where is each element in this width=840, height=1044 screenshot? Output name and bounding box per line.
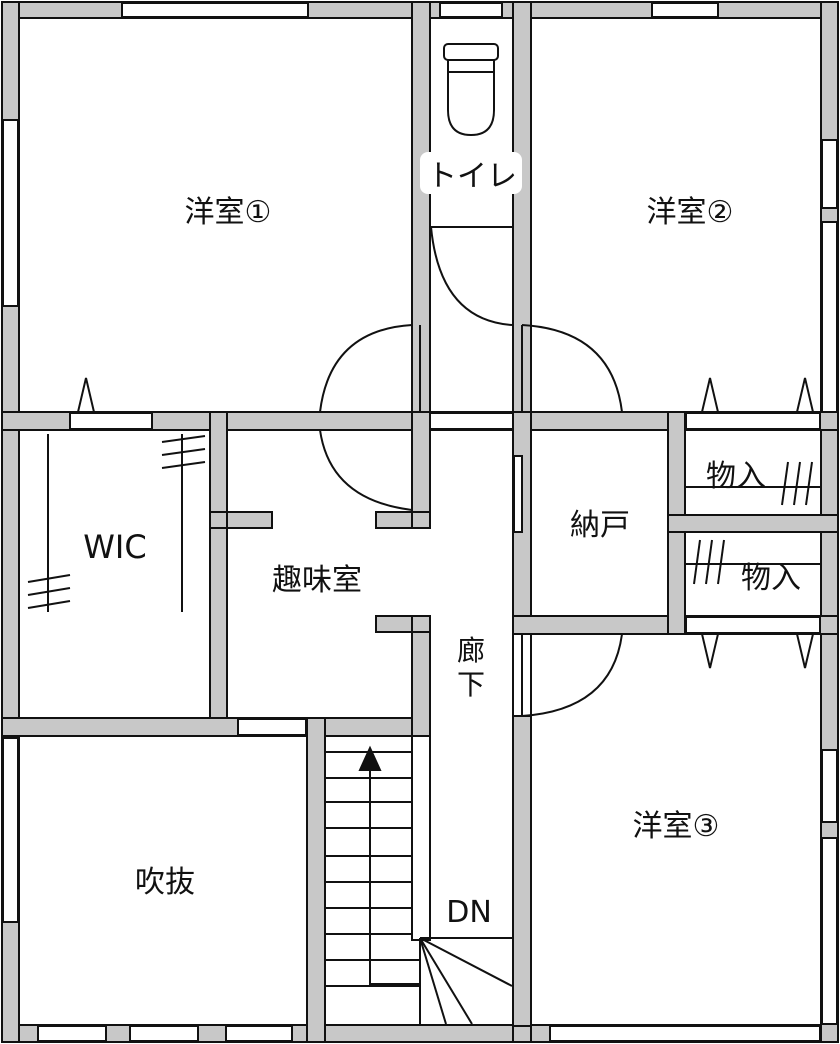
opening-storeroom-side — [513, 455, 523, 533]
wall-atrium-top — [1, 717, 415, 737]
label-hallway-1: 廊 — [457, 634, 485, 667]
opening-hall — [429, 412, 514, 430]
label-storage-upper: 物入 — [706, 459, 766, 494]
label-hallway-2: 下 — [457, 668, 485, 701]
floor-storeroom — [532, 431, 667, 615]
toilet-door-swing — [430, 226, 513, 326]
room3-door-marker-a — [700, 633, 720, 669]
label-storeroom: 納戸 — [570, 508, 630, 543]
window-bottom-4 — [549, 1025, 821, 1042]
window-right-room2-a — [821, 139, 838, 209]
stairs — [326, 745, 513, 1025]
toilet-tank — [443, 43, 499, 61]
closet-upper-mark-b — [793, 461, 801, 506]
label-storage-lower: 物入 — [741, 561, 801, 596]
window-top-toilet — [439, 2, 503, 18]
stair-diag-1 — [419, 937, 513, 987]
closet-lower-mark-a — [693, 539, 701, 585]
labels: 洋室① 洋室② 洋室③ トイレ WIC 趣味室 納戸 物入 物入 廊 下 吹抜 … — [83, 152, 801, 930]
opening-closet-upper — [685, 412, 821, 430]
wic-hanger-b — [161, 448, 206, 456]
closet-markers — [76, 377, 815, 669]
stub-hobby-left — [226, 511, 273, 529]
label-western-room-3: 洋室③ — [633, 809, 720, 844]
floor-wic — [20, 431, 209, 717]
closet-lower-mark-c — [717, 539, 725, 585]
window-bottom-2 — [129, 1025, 199, 1042]
floor-stairs — [326, 737, 411, 1024]
room3-door-swing — [521, 633, 623, 717]
window-left-atrium — [2, 737, 19, 923]
stub-hobby-right — [375, 511, 413, 529]
label-western-room-1: 洋室① — [185, 195, 272, 230]
wic-hanger-c — [161, 461, 206, 469]
room3-door-marker-b — [795, 633, 815, 669]
doors — [319, 226, 623, 717]
window-left-room1 — [2, 119, 19, 307]
window-bottom-1 — [37, 1025, 107, 1042]
wall-atrium-right — [306, 717, 326, 1043]
label-western-room-2: 洋室② — [647, 195, 734, 230]
label-hobby-room: 趣味室 — [272, 563, 362, 598]
label-stairs-down: DN — [446, 895, 492, 930]
opening-wic — [69, 412, 153, 430]
room1-door-swing — [319, 324, 413, 413]
label-atrium: 吹抜 — [135, 865, 195, 900]
room2-door-marker-a — [700, 377, 720, 413]
wall-hall-right-lower — [512, 715, 532, 1027]
stair-diag-3 — [419, 937, 447, 1025]
wall-hobby-right-upper — [411, 411, 431, 517]
floor-atrium — [20, 737, 306, 1024]
room2-door-swing — [521, 324, 623, 413]
wic-hanger-a — [161, 435, 206, 443]
room2-door-marker-b — [795, 377, 815, 413]
floor-hall — [431, 431, 512, 1024]
window-bottom-3 — [225, 1025, 293, 1042]
wall-hall-left — [411, 735, 431, 941]
stub-hobby-lower — [375, 615, 413, 633]
hobby-door-swing — [319, 429, 413, 511]
stair-path-line — [369, 760, 420, 985]
stair-arrow-icon — [358, 745, 382, 771]
wic-door-marker — [76, 377, 96, 413]
label-toilet: トイレ — [427, 159, 517, 194]
opening-closet-lower — [685, 616, 821, 634]
room-floors — [20, 19, 820, 1024]
wic-hanger-d — [27, 574, 71, 583]
window-top-room2 — [651, 2, 719, 18]
window-right-room3-b — [821, 837, 838, 1025]
toilet-fixture — [443, 43, 499, 137]
toilet-label-bg — [420, 152, 522, 194]
closet-upper-mark-a — [781, 461, 789, 506]
label-wic: WIC — [83, 528, 146, 566]
toilet-bowl — [447, 59, 495, 137]
wall-wic-right — [209, 411, 228, 737]
wic-hanger-f — [27, 600, 71, 609]
floor-room1 — [20, 19, 411, 411]
window-top-room1 — [121, 2, 309, 18]
window-right-room2-b — [821, 221, 838, 413]
wall-closets-divider — [667, 514, 839, 533]
fixtures — [27, 434, 820, 612]
opening-atrium-top — [237, 718, 307, 736]
stair-diag-2 — [419, 937, 473, 1025]
window-right-room3-a — [821, 749, 838, 823]
wic-hanger-e — [27, 587, 71, 596]
floor-hobby — [228, 431, 411, 717]
closet-lower-mark-b — [705, 539, 713, 585]
floor-room2 — [532, 19, 820, 411]
wall-hobby-right-lower — [411, 615, 431, 737]
closet-upper-mark-c — [805, 461, 813, 506]
